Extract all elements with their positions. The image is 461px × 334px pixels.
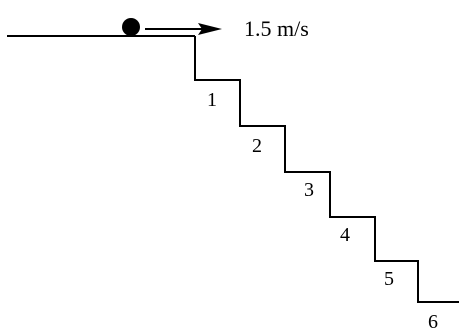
ball	[122, 18, 140, 36]
step-label-6: 6	[428, 311, 438, 333]
step-label-2: 2	[252, 135, 262, 157]
step-label-1: 1	[207, 89, 217, 111]
staircase-outline	[194, 36, 459, 303]
step-label-5: 5	[384, 268, 394, 290]
speed-label: 1.5 m/s	[244, 16, 309, 41]
velocity-arrow-icon	[145, 23, 222, 35]
step-label-3: 3	[304, 179, 314, 201]
step-label-4: 4	[340, 224, 350, 246]
